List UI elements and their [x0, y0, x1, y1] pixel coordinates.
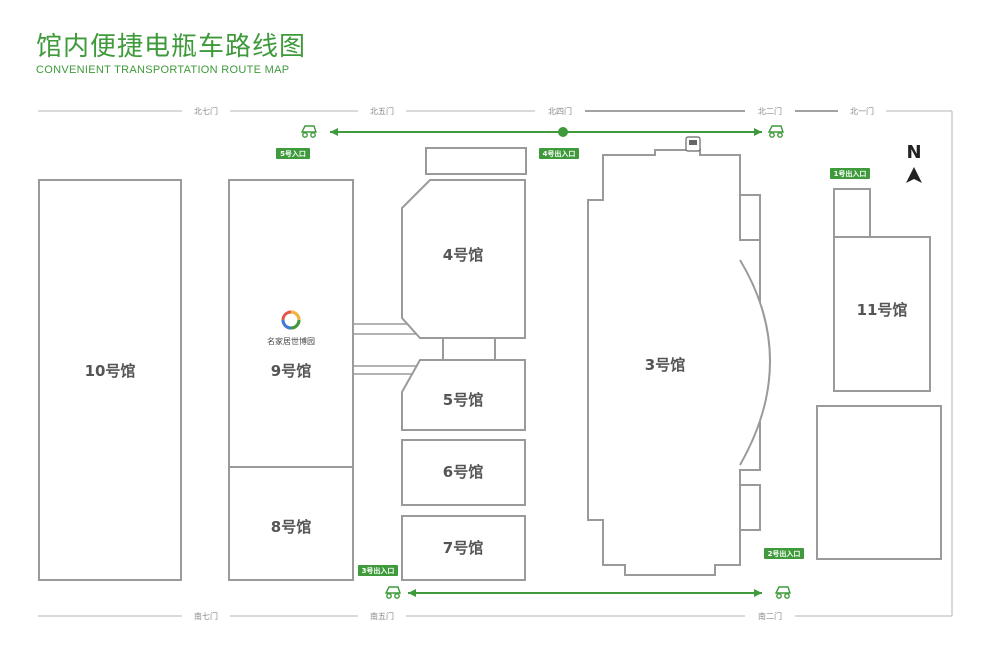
brand-ring-icon: [281, 310, 301, 330]
hall-4-outline[interactable]: [401, 179, 526, 339]
link-4-5-outline: [442, 337, 496, 361]
hall-7-outline[interactable]: [401, 515, 526, 581]
hall-10-label: 10号馆: [85, 362, 136, 380]
entry-badge-3[interactable]: 3号出入口: [358, 565, 398, 576]
compass-arrow-icon: [906, 167, 922, 183]
svg-text:5号入口: 5号入口: [280, 149, 306, 158]
hall-6-outline[interactable]: [401, 439, 526, 506]
brand-logo-text: 名家居世博园: [267, 336, 315, 346]
gate-north-4: 北四门: [548, 106, 572, 116]
svg-text:3号出入口: 3号出入口: [362, 566, 395, 575]
entry-badge-1[interactable]: 1号出入口: [830, 168, 870, 179]
hall-3-annex-north: [739, 194, 761, 241]
entry-badge-2[interactable]: 2号出入口: [764, 548, 804, 559]
route-stop-dot: [558, 127, 568, 137]
hall-8-outline[interactable]: [228, 466, 354, 581]
route-arrow-east-icon: [754, 128, 762, 136]
entry-badge-4[interactable]: 4号出入口: [539, 148, 579, 159]
page-title: 馆内便捷电瓶车路线图: [36, 32, 307, 62]
hall-3-annex-south: [739, 484, 761, 531]
electric-cart-icon[interactable]: [384, 586, 401, 599]
hall-11-label: 11号馆: [857, 301, 908, 319]
hall-8-label: 8号馆: [271, 518, 311, 536]
hall-5-label: 5号馆: [443, 391, 483, 409]
svg-text:2号出入口: 2号出入口: [768, 549, 801, 558]
route-arrow-west-icon: [330, 128, 338, 136]
gate-north-2: 北二门: [758, 106, 782, 116]
svg-text:4号出入口: 4号出入口: [543, 149, 576, 158]
route-arrow-east-icon: [754, 589, 762, 597]
electric-cart-icon[interactable]: [767, 125, 784, 138]
north-annex-outline: [425, 147, 527, 175]
gate-south-5: 南五门: [370, 611, 394, 621]
compass-label: N: [906, 142, 921, 163]
gate-north-7: 北七门: [194, 106, 218, 116]
unlabeled-hall-outline[interactable]: [816, 405, 942, 560]
hall-11-entry-block: [833, 188, 871, 238]
route-arrow-west-icon: [408, 589, 416, 597]
hall-3-outline[interactable]: [587, 149, 761, 576]
hall-3-label: 3号馆: [645, 356, 685, 374]
electric-cart-icon[interactable]: [300, 125, 317, 138]
hall-5-outline[interactable]: [401, 359, 526, 431]
page-subtitle: CONVENIENT TRANSPORTATION ROUTE MAP: [36, 64, 290, 76]
hall-4-label: 4号馆: [443, 246, 483, 264]
hall-6-label: 6号馆: [443, 463, 483, 481]
svg-text:1号出入口: 1号出入口: [834, 169, 867, 178]
gate-south-7: 南七门: [194, 611, 218, 621]
hall-11-outline[interactable]: [833, 236, 931, 392]
entry-badge-5[interactable]: 5号入口: [276, 148, 310, 159]
toilet-icon: [685, 136, 701, 152]
electric-cart-icon[interactable]: [774, 586, 791, 599]
hall-9-label: 9号馆: [271, 362, 311, 380]
gate-south-2: 南二门: [758, 611, 782, 621]
hall-10-outline[interactable]: [38, 179, 182, 581]
gate-north-5: 北五门: [370, 106, 394, 116]
hall-3-curved-wing: [739, 259, 771, 466]
hall-9-outline[interactable]: [228, 179, 354, 468]
walkway-connectors: [353, 323, 420, 375]
gate-north-1: 北一门: [850, 106, 874, 116]
hall-7-label: 7号馆: [443, 539, 483, 557]
